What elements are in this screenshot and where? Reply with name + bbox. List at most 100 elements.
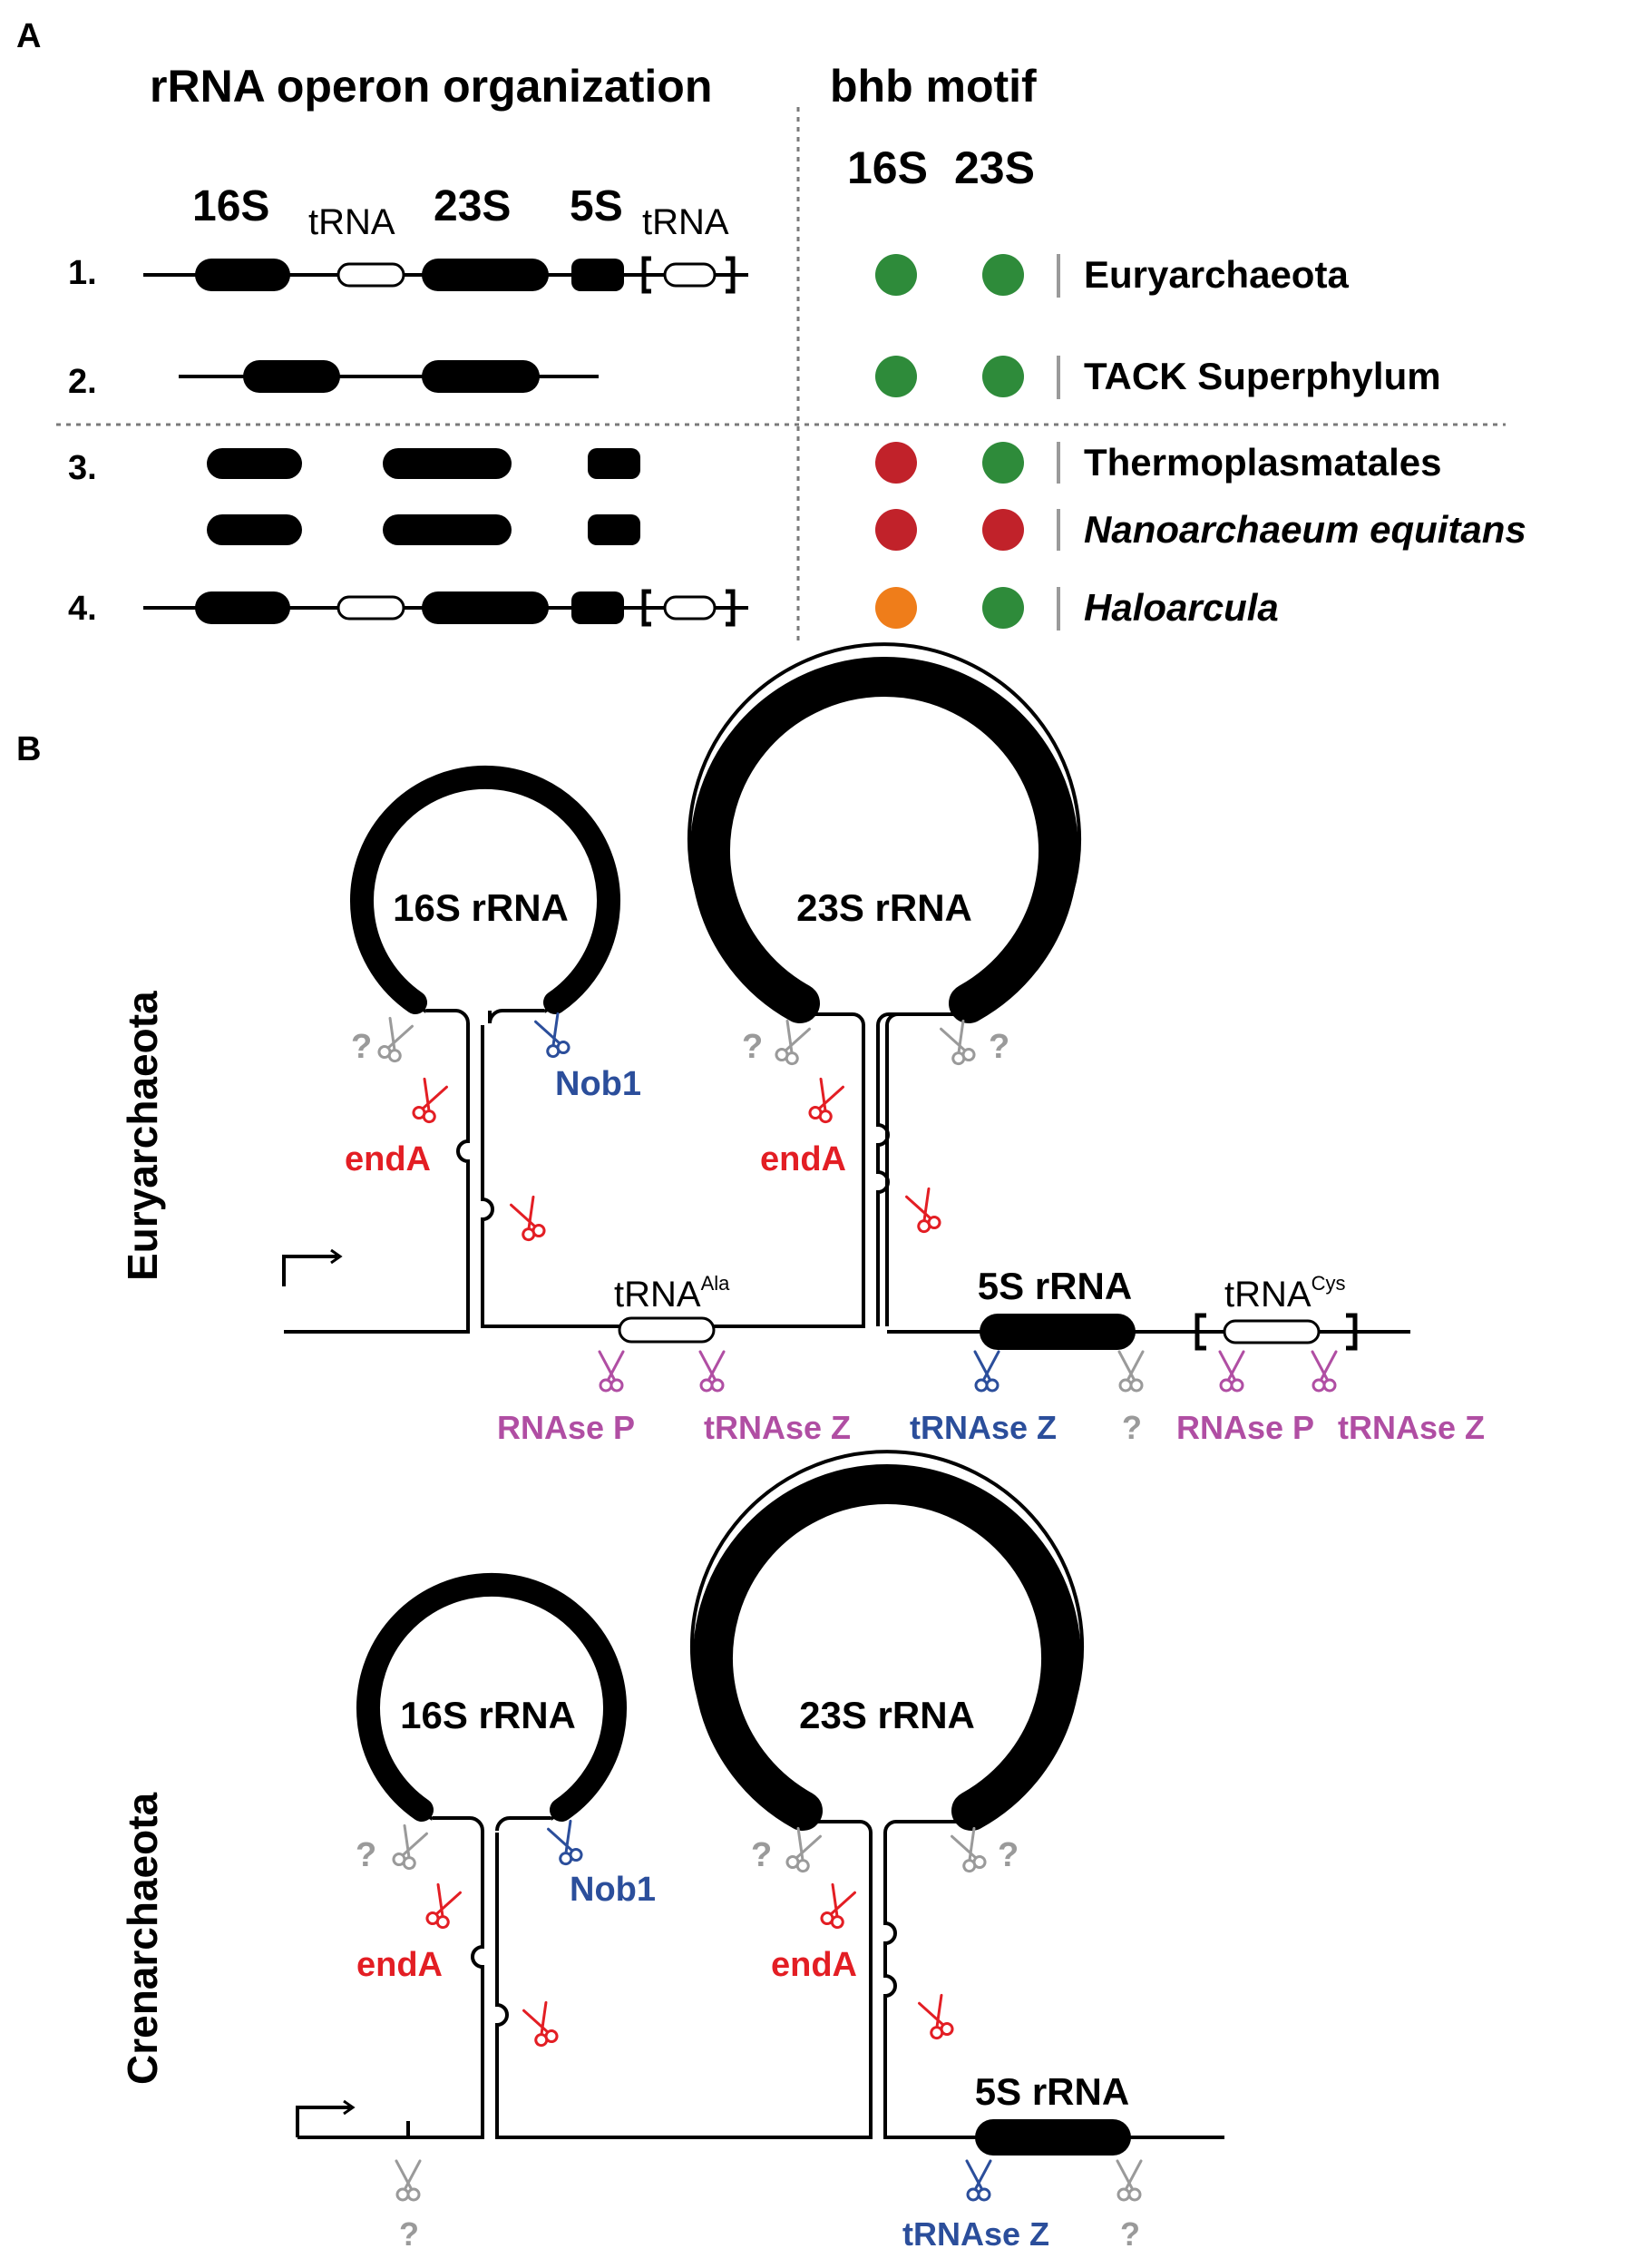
trna-ala-label-base: tRNA <box>614 1275 701 1315</box>
bhb-dot <box>982 356 1024 397</box>
trna-cys-label-sup: Cys <box>1312 1272 1346 1295</box>
unknown-mark: ? <box>751 1836 772 1874</box>
trnase-z-label: tRNAse Z <box>902 2215 1049 2253</box>
trnase-z-label: tRNAse Z <box>910 1409 1057 1446</box>
operon-title: rRNA operon organization <box>150 61 712 112</box>
scissors-icon <box>547 1819 586 1868</box>
trna-ala-label: tRNAAla <box>614 1272 730 1315</box>
bhb-dot <box>982 587 1024 629</box>
unknown-mark: ? <box>399 2215 419 2253</box>
nob1-label: Nob1 <box>570 1871 656 1909</box>
gene-label-trna-2: tRNA <box>642 202 729 242</box>
scissors-icon <box>598 1350 625 1393</box>
row-number: 2. <box>68 363 97 401</box>
row-number: 3. <box>68 449 97 487</box>
unknown-mark: ? <box>351 1028 372 1066</box>
euryarchaeota-diagram: Euryarchaeota 16S rRNA 23S rRNA tRNAAla … <box>119 642 1485 1446</box>
bhb-dot <box>982 442 1024 484</box>
bhb-title: bhb motif <box>830 61 1037 112</box>
scissors-icon <box>951 1826 990 1875</box>
rnase-p-label: RNAse P <box>1176 1409 1314 1446</box>
unknown-mark: ? <box>998 1836 1019 1874</box>
gene-label-23s: 23S <box>434 182 511 230</box>
bhb-dots <box>875 254 1024 629</box>
scissors-icon <box>918 1993 957 2042</box>
panel-b-letter: B <box>16 730 41 768</box>
taxon-label: Haloarcula <box>1084 586 1279 629</box>
operon-row-4 <box>143 589 748 627</box>
scissors-icon <box>409 1077 448 1126</box>
scissors-icon <box>510 1195 549 1244</box>
unknown-mark: ? <box>989 1028 1009 1066</box>
panel-a: A rRNA operon organization bhb motif 16S… <box>16 17 1526 642</box>
operon-row-3b <box>207 514 640 545</box>
loop-23s-label: 23S rRNA <box>799 1694 975 1736</box>
gene-label-16s: 16S <box>192 182 269 230</box>
loop-16s-label: 16S rRNA <box>393 886 569 929</box>
bhb-dot <box>982 254 1024 296</box>
scissors-icon <box>534 1012 573 1061</box>
scissors-icon <box>805 1077 844 1126</box>
bhb-dot <box>875 442 917 484</box>
row-number: 1. <box>68 254 97 292</box>
trnase-z-label: tRNAse Z <box>1338 1409 1485 1446</box>
bhb-col-16s: 16S <box>847 142 928 193</box>
enda-label: endA <box>356 1946 443 1984</box>
taxon-label: Thermoplasmatales <box>1084 441 1442 484</box>
bhb-col-23s: 23S <box>954 142 1035 193</box>
enda-label: endA <box>771 1946 857 1984</box>
loop-16s-label: 16S rRNA <box>400 1694 576 1736</box>
operon-row-2 <box>179 360 599 393</box>
scissors-icon <box>1116 2159 1143 2202</box>
gene-5s-label: 5S rRNA <box>978 1265 1132 1307</box>
trnase-z-label: tRNAse Z <box>704 1409 851 1446</box>
gene-label-5s: 5S <box>570 182 623 230</box>
operon-row-3 <box>207 448 640 479</box>
taxon-label: Nanoarchaeum equitans <box>1084 508 1526 551</box>
enda-label: endA <box>760 1140 846 1178</box>
bhb-dot <box>875 509 917 551</box>
scissors-icon <box>783 1826 822 1875</box>
side-label-crenarchaeota: Crenarchaeota <box>119 1792 166 2085</box>
scissors-icon <box>375 1016 414 1065</box>
gene-label-trna: tRNA <box>308 202 395 242</box>
scissors-icon <box>1117 1350 1145 1393</box>
scissors-icon <box>1218 1350 1245 1393</box>
scissors-icon <box>772 1019 811 1068</box>
unknown-mark: ? <box>356 1836 376 1874</box>
unknown-mark: ? <box>1120 2215 1140 2253</box>
crenarchaeota-diagram: Crenarchaeota 16S rRNA 23S rRNA 5S rRNA <box>119 1450 1224 2253</box>
bhb-dot <box>875 356 917 397</box>
taxon-label: Euryarchaeota <box>1084 253 1349 296</box>
rnase-p-label: RNAse P <box>497 1409 635 1446</box>
scissors-icon <box>965 2159 992 2202</box>
scissors-icon <box>522 2000 561 2049</box>
taxon-label: TACK Superphylum <box>1084 355 1441 397</box>
scissors-icon <box>817 1882 856 1931</box>
trna-cys-label-base: tRNA <box>1224 1275 1312 1315</box>
scissors-icon <box>1311 1350 1338 1393</box>
bhb-dot <box>875 587 917 629</box>
scissors-icon <box>905 1187 944 1236</box>
loop-23s-label: 23S rRNA <box>796 886 972 929</box>
scissors-icon <box>423 1882 462 1931</box>
row-number: 4. <box>68 590 97 628</box>
panel-a-letter: A <box>16 17 41 55</box>
scissors-icon <box>698 1350 726 1393</box>
bhb-dot <box>875 254 917 296</box>
gene-5s-label: 5S rRNA <box>975 2070 1129 2113</box>
operon-row-1 <box>143 256 748 294</box>
enda-label: endA <box>345 1140 431 1178</box>
side-label-euryarchaeota: Euryarchaeota <box>119 991 166 1281</box>
trna-ala-label-sup: Ala <box>701 1272 731 1295</box>
scissors-icon <box>395 2159 422 2202</box>
trna-cys-label: tRNACys <box>1224 1272 1345 1315</box>
nob1-label: Nob1 <box>555 1065 641 1103</box>
bhb-dot <box>982 509 1024 551</box>
unknown-mark: ? <box>742 1028 763 1066</box>
scissors-icon <box>940 1019 979 1068</box>
scissors-icon <box>389 1823 428 1872</box>
scissors-icon <box>973 1350 1000 1393</box>
unknown-mark: ? <box>1122 1409 1142 1446</box>
